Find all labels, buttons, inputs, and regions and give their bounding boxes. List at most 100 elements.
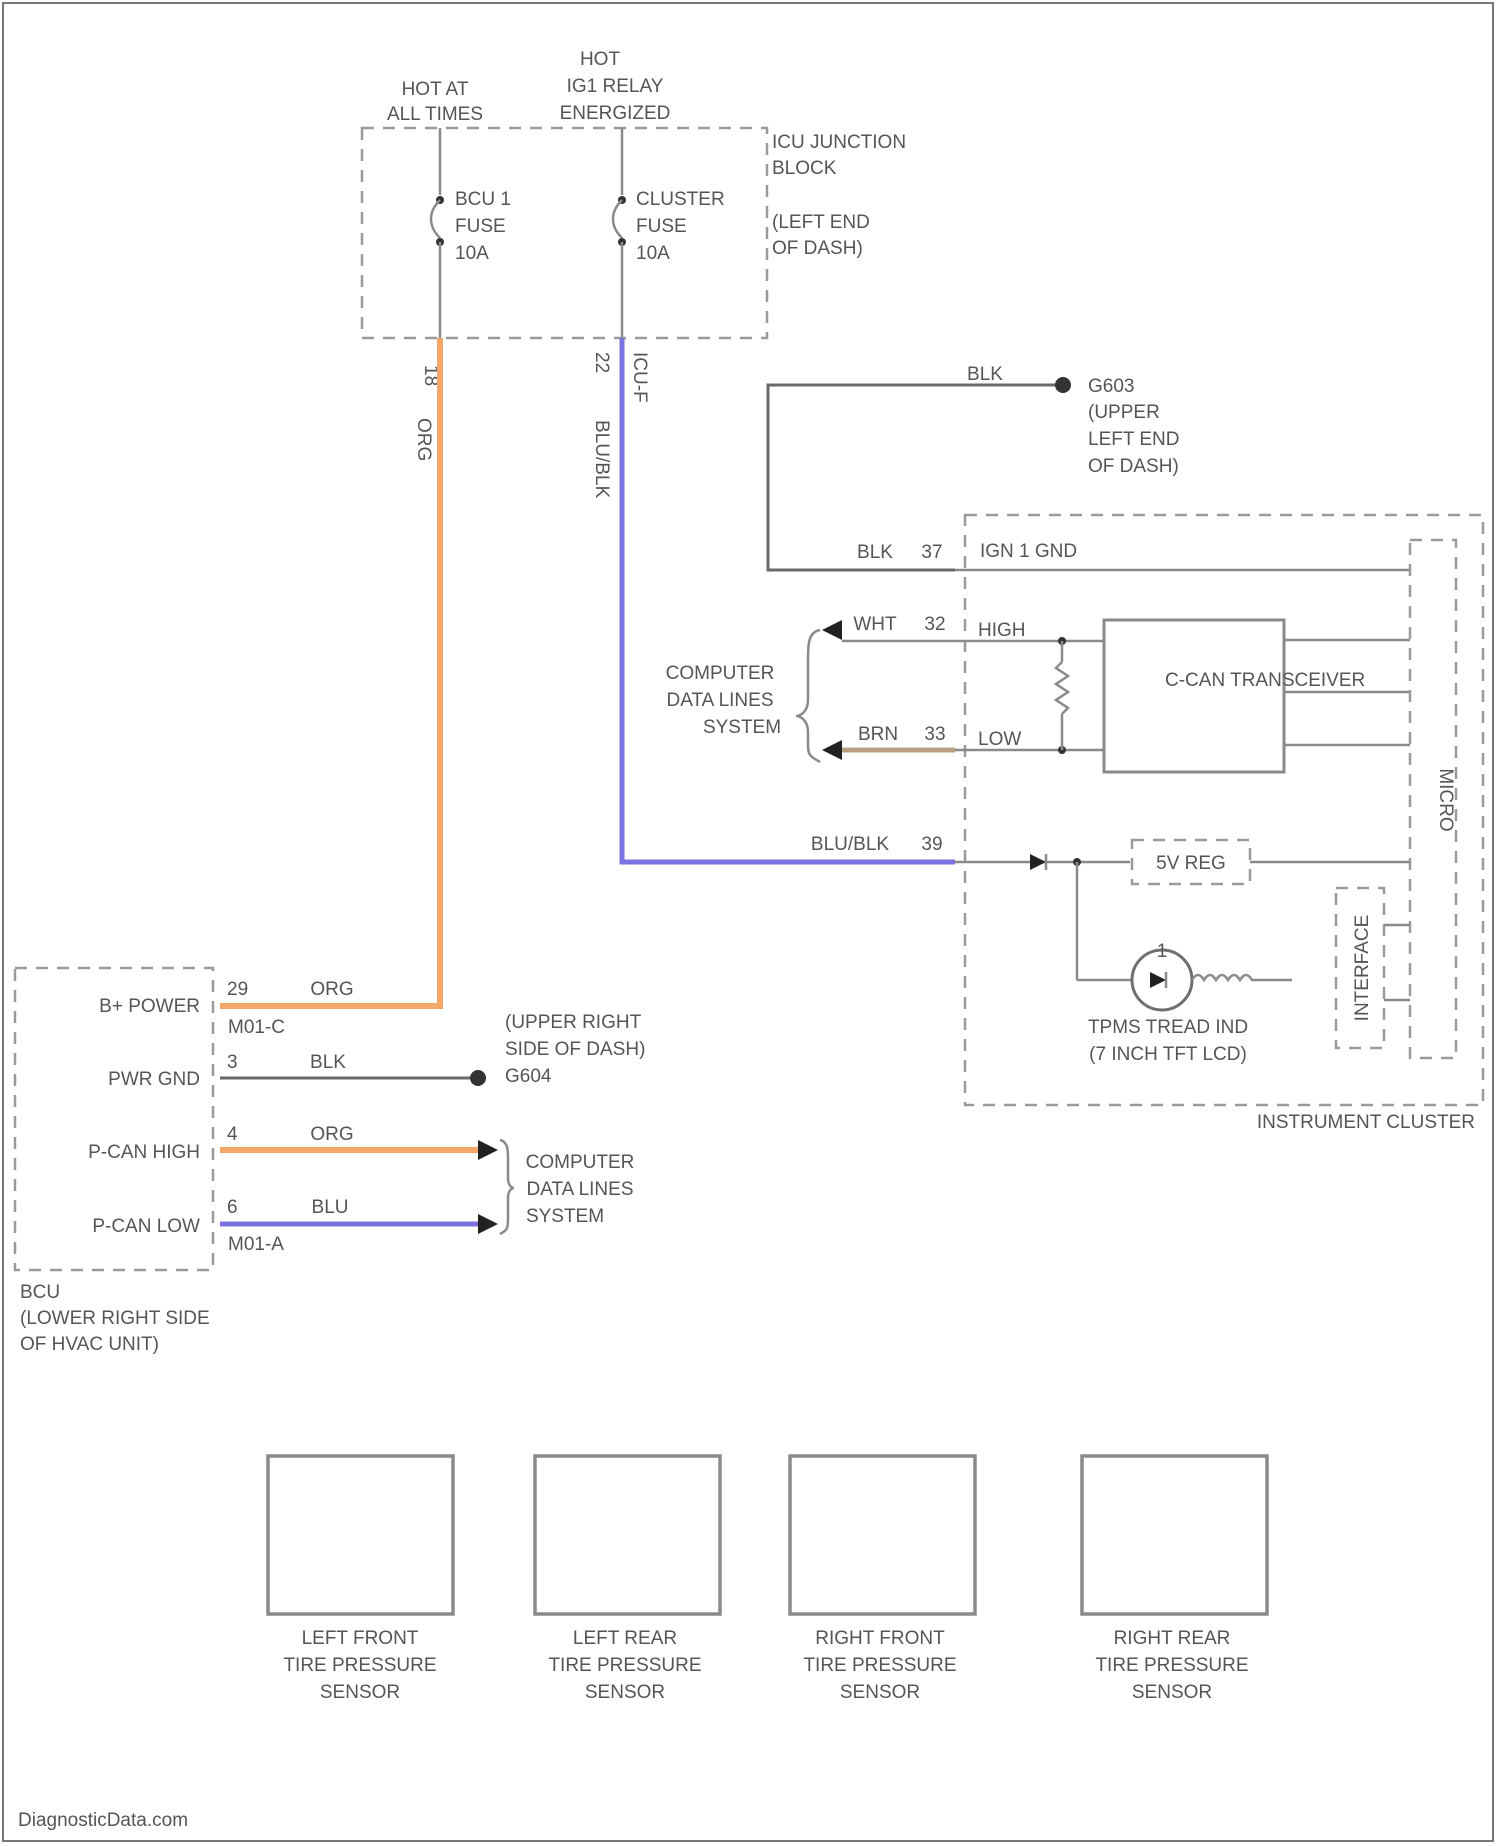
sensor-left-front-box (268, 1456, 453, 1614)
cluster-pin-high: 32 (924, 614, 945, 635)
ground-g603-code: G603 (1088, 376, 1134, 397)
bcu-b-power-wire-color: ORG (310, 979, 353, 1000)
sensor-left-rear-box (535, 1456, 720, 1614)
hot-ig1-label-1: HOT (580, 49, 621, 70)
fuse-cluster-label-3: 10A (636, 243, 670, 264)
bcu-pin-pwr-gnd: 3 (227, 1052, 238, 1073)
fuse-cluster-symbol (613, 200, 622, 238)
data-lines-top-brace (796, 630, 820, 762)
sensor-right-rear-label-2: TIRE PRESSURE (1095, 1655, 1248, 1676)
junction-block-outline (362, 128, 767, 338)
bcu-pin-pcan-high: 4 (227, 1124, 238, 1145)
fuse-bcu-symbol (431, 200, 440, 238)
wire-blu-blk-cluster-power (622, 338, 955, 862)
bcu-conn-a: M01-A (228, 1234, 284, 1255)
ground-g603-icon (1055, 377, 1071, 393)
bcu-pcan-low-label: P-CAN LOW (92, 1216, 200, 1237)
cluster-low-label: LOW (978, 729, 1021, 750)
five-volt-reg-label: 5V REG (1156, 853, 1226, 874)
fuse-bcu-label-2: FUSE (455, 216, 506, 237)
wire-blk-ground-label: BLK (967, 364, 1003, 385)
data-lines-bottom-1: COMPUTER (526, 1152, 635, 1173)
tpms-indicator-number: 1 (1157, 941, 1168, 962)
junction-block-location-2: OF DASH) (772, 238, 863, 259)
bcu-pcan-low-wire-color: BLU (312, 1197, 349, 1218)
sensor-right-front-label-1: RIGHT FRONT (815, 1628, 945, 1649)
bcu-title: BCU (20, 1282, 60, 1303)
cluster-pin-power: 39 (921, 834, 942, 855)
interface-label: INTERFACE (1352, 915, 1373, 1022)
sensor-left-front-label-1: LEFT FRONT (302, 1628, 419, 1649)
sensor-right-rear-label-1: RIGHT REAR (1114, 1628, 1231, 1649)
ground-g603-location-2: LEFT END (1088, 429, 1180, 450)
cluster-gnd-label: IGN 1 GND (980, 541, 1077, 562)
c-can-high-arrow (822, 620, 842, 640)
junction-pin-right: 22 (591, 352, 612, 373)
junction-block-title-1: ICU JUNCTION (772, 132, 906, 153)
c-can-transceiver (1104, 620, 1284, 772)
data-lines-bottom-2: DATA LINES (527, 1179, 634, 1200)
micro-label: MICRO (1435, 768, 1456, 831)
ground-g604-location-1: (UPPER RIGHT (505, 1012, 642, 1033)
footer-watermark: DiagnosticData.com (18, 1810, 188, 1831)
bcu-pcan-high-label: P-CAN HIGH (88, 1142, 200, 1163)
fuse-cluster-label-1: CLUSTER (636, 189, 725, 210)
data-lines-top-1: COMPUTER (666, 663, 775, 684)
data-lines-top-2: DATA LINES (667, 690, 774, 711)
c-can-transceiver-label: C-CAN TRANSCEIVER (1165, 670, 1365, 691)
bcu-location-1: (LOWER RIGHT SIDE (20, 1308, 210, 1329)
cluster-title: INSTRUMENT CLUSTER (1257, 1112, 1475, 1133)
ground-g604-icon (470, 1070, 486, 1086)
tire-pressure-sensors: LEFT FRONT TIRE PRESSURE SENSOR LEFT REA… (268, 1456, 1267, 1703)
junction-block-title-2: BLOCK (772, 158, 837, 179)
wire-org-label-vertical: ORG (413, 418, 434, 461)
data-lines-bottom-3: SYSTEM (526, 1206, 604, 1227)
tpms-indicator-label-1: TPMS TREAD IND (1088, 1017, 1248, 1038)
hot-at-all-times-label-1: HOT AT (402, 79, 469, 100)
bcu-pcan-high-wire-color: ORG (310, 1124, 353, 1145)
hot-at-all-times-label-2: ALL TIMES (387, 104, 483, 125)
bcu: B+ POWER 29 ORG M01-C PWR GND 3 BLK (UPP… (15, 968, 645, 1355)
bcu-location-2: OF HVAC UNIT) (20, 1334, 159, 1355)
bcu-b-power-label: B+ POWER (99, 996, 200, 1017)
hot-ig1-label-2: IG1 RELAY (567, 76, 664, 97)
cluster-high-label: HIGH (978, 620, 1026, 641)
sensor-left-rear-label-3: SENSOR (585, 1682, 665, 1703)
instrument-cluster: INSTRUMENT CLUSTER BLK 37 IGN 1 GND COMP… (666, 515, 1483, 1133)
bcu-conn-c: M01-C (228, 1017, 285, 1038)
sensor-right-rear-box (1082, 1456, 1267, 1614)
pcan-low-arrow (478, 1214, 498, 1234)
tpms-indicator-label-2: (7 INCH TFT LCD) (1089, 1044, 1247, 1065)
bcu-pwr-gnd-wire-color: BLK (310, 1052, 346, 1073)
wire-blu-blk-label-vertical: BLU/BLK (591, 420, 612, 498)
sensor-left-front-label-3: SENSOR (320, 1682, 400, 1703)
junction-connector-right: ICU-F (629, 352, 650, 403)
ground-g603-location-3: OF DASH) (1088, 456, 1179, 477)
cluster-blk-label: BLK (857, 542, 893, 563)
power-diode-icon (1030, 854, 1046, 870)
fuse-cluster-label-2: FUSE (636, 216, 687, 237)
junction-block-location-1: (LEFT END (772, 212, 870, 233)
cluster-pin-gnd: 37 (921, 542, 942, 563)
wire-org-b-power (220, 338, 440, 1006)
fuse-bcu-label-3: 10A (455, 243, 489, 264)
ground-g603: BLK G603 (UPPER LEFT END OF DASH) (768, 364, 1180, 570)
sensor-left-front-label-2: TIRE PRESSURE (283, 1655, 436, 1676)
wire-wht-label: WHT (853, 614, 897, 635)
sensor-right-front-box (790, 1456, 975, 1614)
bcu-pin-pcan-low: 6 (227, 1197, 238, 1218)
sensor-right-front-label-2: TIRE PRESSURE (803, 1655, 956, 1676)
sensor-left-rear-label-2: TIRE PRESSURE (548, 1655, 701, 1676)
cluster-pin-low: 33 (924, 724, 945, 745)
icu-junction-block: HOT AT ALL TIMES HOT IG1 RELAY ENERGIZED… (362, 49, 906, 403)
bcu-pwr-gnd-label: PWR GND (108, 1069, 200, 1090)
ground-g604-location-2: SIDE OF DASH) (505, 1039, 645, 1060)
data-lines-top-3: SYSTEM (703, 717, 781, 738)
wire-brn-label: BRN (858, 724, 898, 745)
data-lines-bottom-brace (500, 1140, 514, 1234)
diagram-frame (3, 3, 1493, 1841)
ground-g604-code: G604 (505, 1066, 552, 1087)
c-can-low-arrow (822, 740, 842, 760)
tpms-indicator-coil (1192, 975, 1292, 980)
